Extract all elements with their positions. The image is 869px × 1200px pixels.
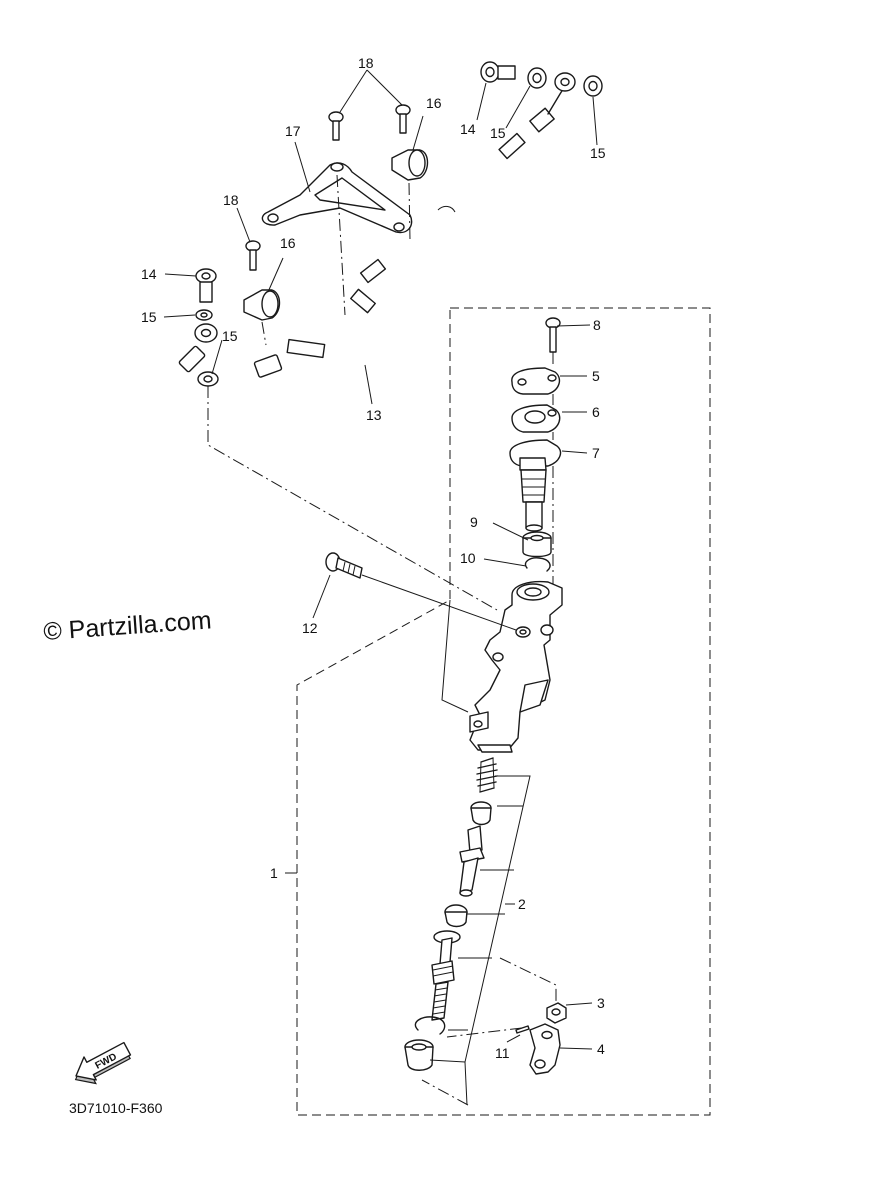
callout-3: 3 <box>597 995 605 1011</box>
screw-18-right[interactable] <box>395 104 411 134</box>
callout-16-upper: 16 <box>426 95 442 111</box>
forward-arrow-icon: FWD <box>74 1041 132 1085</box>
callout-16-lower: 16 <box>280 235 296 251</box>
callout-10: 10 <box>460 550 476 566</box>
primary-cup[interactable] <box>470 801 492 826</box>
callout-15-lower-b: 15 <box>222 328 238 344</box>
union-bolt-lower[interactable] <box>195 268 217 303</box>
callout-11: 11 <box>495 1045 510 1061</box>
callout-2: 2 <box>518 896 526 912</box>
brake-hose[interactable] <box>156 72 576 418</box>
return-spring[interactable] <box>476 757 498 793</box>
callout-14-upper: 14 <box>460 121 476 137</box>
hose-clamp-upper[interactable] <box>391 149 429 181</box>
push-rod[interactable] <box>431 930 461 1021</box>
screw-18-lower[interactable] <box>245 240 261 271</box>
piston[interactable] <box>459 825 485 897</box>
screw-18-left[interactable] <box>328 111 344 141</box>
nut[interactable] <box>546 1002 567 1024</box>
mounting-bolt[interactable] <box>325 552 363 579</box>
callout-1: 1 <box>270 865 278 881</box>
callout-6: 6 <box>592 404 600 420</box>
cotter-pin[interactable] <box>515 1025 530 1034</box>
cap-plate[interactable] <box>511 404 561 433</box>
diaphragm[interactable] <box>509 439 562 532</box>
clevis[interactable] <box>529 1023 561 1075</box>
callout-7: 7 <box>592 445 600 461</box>
callout-15-upper-b: 15 <box>590 145 606 161</box>
diagram-code: 3D71010-F360 <box>69 1100 163 1116</box>
cap-bolt[interactable] <box>545 317 561 353</box>
piston-cup[interactable] <box>522 531 552 558</box>
assembly-boundary <box>296 307 711 1116</box>
callout-15-upper-a: 15 <box>490 125 506 141</box>
callout-18-upper: 18 <box>358 55 374 71</box>
callout-5: 5 <box>592 368 600 384</box>
callout-13: 13 <box>366 407 382 423</box>
hose-bracket[interactable] <box>261 162 413 234</box>
master-cylinder-body[interactable] <box>469 580 563 753</box>
callout-12: 12 <box>302 620 318 636</box>
union-bolt-upper[interactable] <box>480 61 516 83</box>
callout-8: 8 <box>593 317 601 333</box>
callout-4: 4 <box>597 1041 605 1057</box>
circlip-upper[interactable] <box>524 557 551 572</box>
callout-14-lower: 14 <box>141 266 157 282</box>
reservoir-cap[interactable] <box>511 367 561 395</box>
callout-15-lower-a: 15 <box>141 309 157 325</box>
hose-clamp-lower[interactable] <box>243 289 281 321</box>
dust-boot[interactable] <box>404 1039 434 1071</box>
callout-9: 9 <box>470 514 478 530</box>
callout-17: 17 <box>285 123 301 139</box>
callout-18-lower: 18 <box>223 192 239 208</box>
body-boundary <box>441 599 469 713</box>
circlip-lower[interactable] <box>414 1016 446 1035</box>
secondary-cup[interactable] <box>444 904 468 928</box>
partzilla-watermark: © Partzilla.com <box>42 606 212 646</box>
